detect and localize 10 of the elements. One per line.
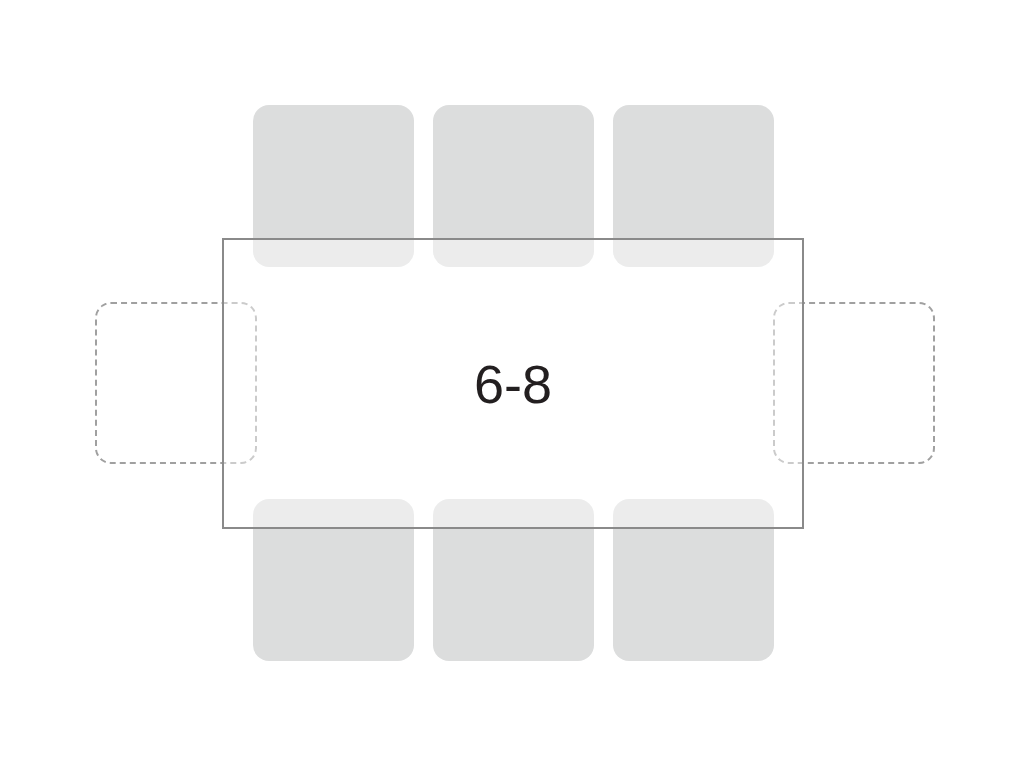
chair [253, 499, 414, 661]
chair [613, 499, 774, 661]
chair [253, 105, 414, 267]
chair [613, 105, 774, 267]
optional-chair [95, 302, 257, 464]
chair [433, 105, 594, 267]
chair [433, 499, 594, 661]
optional-chair [773, 302, 935, 464]
table-outline [222, 238, 804, 529]
seat-count: 6-8 [473, 352, 552, 415]
